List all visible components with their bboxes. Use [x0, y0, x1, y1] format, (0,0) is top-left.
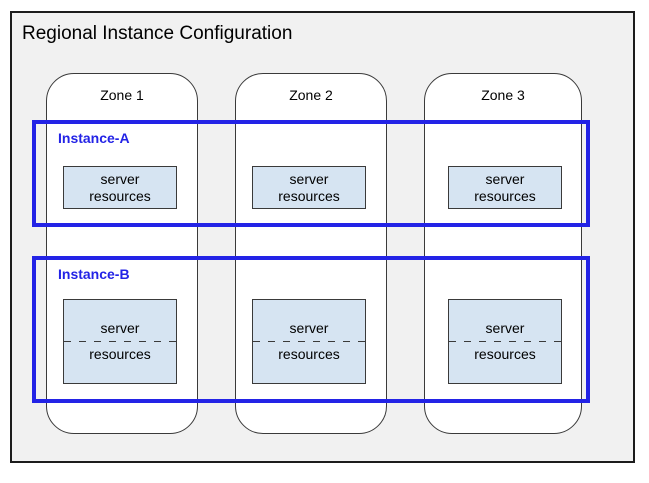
server-resources-line2: resources: [89, 187, 151, 204]
zone-2-label: Zone 2: [289, 87, 333, 103]
dashed-divider: [253, 341, 365, 342]
server-resources-box-a2: server resources: [252, 166, 366, 209]
server-resources-line1: server: [485, 170, 525, 187]
server-resources-line1: server: [485, 320, 525, 336]
instance-a-label: Instance-A: [58, 130, 130, 146]
server-resources-box-a3: server resources: [448, 166, 562, 209]
server-resources-line1: server: [100, 320, 140, 336]
server-resources-line1: server: [289, 170, 329, 187]
region-box: Regional Instance Configuration Zone 1 Z…: [10, 11, 635, 463]
server-resources-line2: resources: [89, 346, 151, 362]
server-resources-box-a1: server resources: [63, 166, 177, 209]
server-resources-line1: server: [100, 170, 140, 187]
server-resources-line2: resources: [278, 187, 340, 204]
zone-1-label: Zone 1: [100, 87, 144, 103]
zone-3-label: Zone 3: [481, 87, 525, 103]
dashed-divider: [64, 341, 176, 342]
server-resources-box-b1: server resources: [63, 299, 177, 384]
server-resources-box-b2: server resources: [252, 299, 366, 384]
instance-b-label: Instance-B: [58, 266, 130, 282]
server-resources-line2: resources: [474, 346, 536, 362]
diagram-title: Regional Instance Configuration: [22, 23, 293, 44]
dashed-divider: [449, 341, 561, 342]
server-resources-line1: server: [289, 320, 329, 336]
server-resources-line2: resources: [474, 187, 536, 204]
server-resources-box-b3: server resources: [448, 299, 562, 384]
instance-b-box: Instance-B: [32, 256, 590, 403]
server-resources-line2: resources: [278, 346, 340, 362]
instance-a-box: Instance-A: [32, 120, 590, 227]
